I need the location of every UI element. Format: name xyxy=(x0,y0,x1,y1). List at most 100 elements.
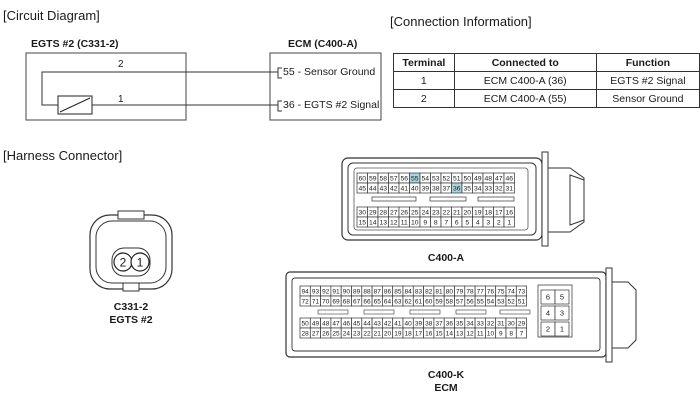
wire-pin2 xyxy=(41,71,278,106)
pin-number: 27 xyxy=(312,330,320,337)
pin-number: 43 xyxy=(379,185,387,192)
connector-pin: 83 xyxy=(412,285,424,297)
c400a-label: C400-A xyxy=(428,252,465,264)
connector-pin: 21 xyxy=(371,327,383,339)
pin-number: 20 xyxy=(463,209,471,216)
connector-pin: 86 xyxy=(382,285,394,297)
pin-number: 49 xyxy=(474,175,482,182)
connector-pin: 62 xyxy=(402,295,414,307)
pin-number: 62 xyxy=(405,298,413,305)
ecm-pin-36-label: 36 - EGTS #2 Signal xyxy=(283,99,380,111)
pin-number: 47 xyxy=(332,320,340,327)
connector-pin: 40 xyxy=(402,317,414,329)
pin-number: 36 xyxy=(453,185,461,192)
pin-number: 15 xyxy=(358,219,366,226)
pin-number: 47 xyxy=(495,175,503,182)
pin-number: 54 xyxy=(487,298,495,305)
pin-number: 22 xyxy=(442,209,450,216)
pin-number: 61 xyxy=(415,298,423,305)
connector-pin: 19 xyxy=(392,327,404,339)
pin-number: 54 xyxy=(421,175,429,182)
pin-number: 27 xyxy=(390,209,398,216)
cell-function: Sensor Ground xyxy=(595,89,700,108)
pin-number: 38 xyxy=(425,320,433,327)
pin-number: 35 xyxy=(456,320,464,327)
connector-pin: 24 xyxy=(340,327,352,339)
cell-terminal: 2 xyxy=(393,89,455,108)
c331-pin-2: 2 xyxy=(120,256,127,270)
pin-number: 8 xyxy=(434,219,438,226)
table-header-row: Terminal Connected to Function xyxy=(393,53,700,72)
pin-number: 81 xyxy=(435,288,443,295)
connector-pin: 64 xyxy=(382,295,394,307)
pin-number: 89 xyxy=(353,288,361,295)
pin-number: 26 xyxy=(322,330,330,337)
pin-number: 34 xyxy=(474,185,482,192)
pin-number: 39 xyxy=(421,185,429,192)
pin-number: 33 xyxy=(484,185,492,192)
connector-pin: 59 xyxy=(433,295,445,307)
pin-number: 63 xyxy=(394,298,402,305)
pin-number: 12 xyxy=(466,330,474,337)
pin-number: 86 xyxy=(384,288,392,295)
pin-number: 74 xyxy=(508,288,516,295)
pin-number: 5 xyxy=(465,219,469,226)
connection-table: Terminal Connected to Function 1 ECM C40… xyxy=(393,53,700,108)
pin-number: 29 xyxy=(518,320,526,327)
connector-pin: 87 xyxy=(371,285,383,297)
pin-number: 53 xyxy=(432,175,440,182)
pin-number: 82 xyxy=(425,288,433,295)
connector-pin: 14 xyxy=(443,327,455,339)
pin-number: 3 xyxy=(560,309,564,318)
connector-pin: 41 xyxy=(392,317,404,329)
pin-number: 42 xyxy=(390,185,398,192)
connector-pin: 9 xyxy=(495,327,507,339)
pin-number: 16 xyxy=(425,330,433,337)
pin-number: 25 xyxy=(332,330,340,337)
pin-number: 26 xyxy=(400,209,408,216)
circuit-diagram-title: [Circuit Diagram] xyxy=(3,8,100,23)
pin-number: 51 xyxy=(453,175,461,182)
pin-number: 44 xyxy=(363,320,371,327)
connector-pin: 33 xyxy=(474,317,486,329)
connector-pin: 47 xyxy=(330,317,342,329)
pin-number: 56 xyxy=(400,175,408,182)
pin-number: 72 xyxy=(302,298,310,305)
connector-pin: 63 xyxy=(392,295,404,307)
egts-box xyxy=(25,52,187,121)
pin-number: 87 xyxy=(374,288,382,295)
connector-pin: 37 xyxy=(433,317,445,329)
pin-number: 91 xyxy=(332,288,340,295)
connector-pin: 56 xyxy=(464,295,476,307)
pin-number: 57 xyxy=(456,298,464,305)
connector-pin: 81 xyxy=(433,285,445,297)
connector-pin: 79 xyxy=(454,285,466,297)
ecm-box xyxy=(269,52,382,121)
pin-number: 48 xyxy=(322,320,330,327)
pin-number: 13 xyxy=(379,219,387,226)
connector-pin: 66 xyxy=(361,295,373,307)
connector-pin: 61 xyxy=(412,295,424,307)
connector-pin: 25 xyxy=(330,327,342,339)
pin-number: 15 xyxy=(435,330,443,337)
connection-info-title: [Connection Information] xyxy=(390,14,532,29)
connector-pin: 73 xyxy=(515,285,527,297)
connector-pin: 53 xyxy=(495,295,507,307)
connector-pin: 46 xyxy=(340,317,352,329)
connector-pin: 84 xyxy=(402,285,414,297)
pin-number: 66 xyxy=(363,298,371,305)
pin-number: 93 xyxy=(312,288,320,295)
pin-number: 58 xyxy=(379,175,387,182)
pin-number: 37 xyxy=(435,320,443,327)
pin-number: 45 xyxy=(353,320,361,327)
connector-pin: 52 xyxy=(505,295,517,307)
connector-pin: 55 xyxy=(474,295,486,307)
pin-number: 41 xyxy=(400,185,408,192)
connector-pin: 4 xyxy=(540,305,556,321)
pin-number: 35 xyxy=(463,185,471,192)
pin-number: 40 xyxy=(405,320,413,327)
connector-pin: 89 xyxy=(351,285,363,297)
pin-number: 51 xyxy=(518,298,526,305)
connector-pin: 7 xyxy=(515,327,527,339)
connector-pin: 51 xyxy=(515,295,527,307)
